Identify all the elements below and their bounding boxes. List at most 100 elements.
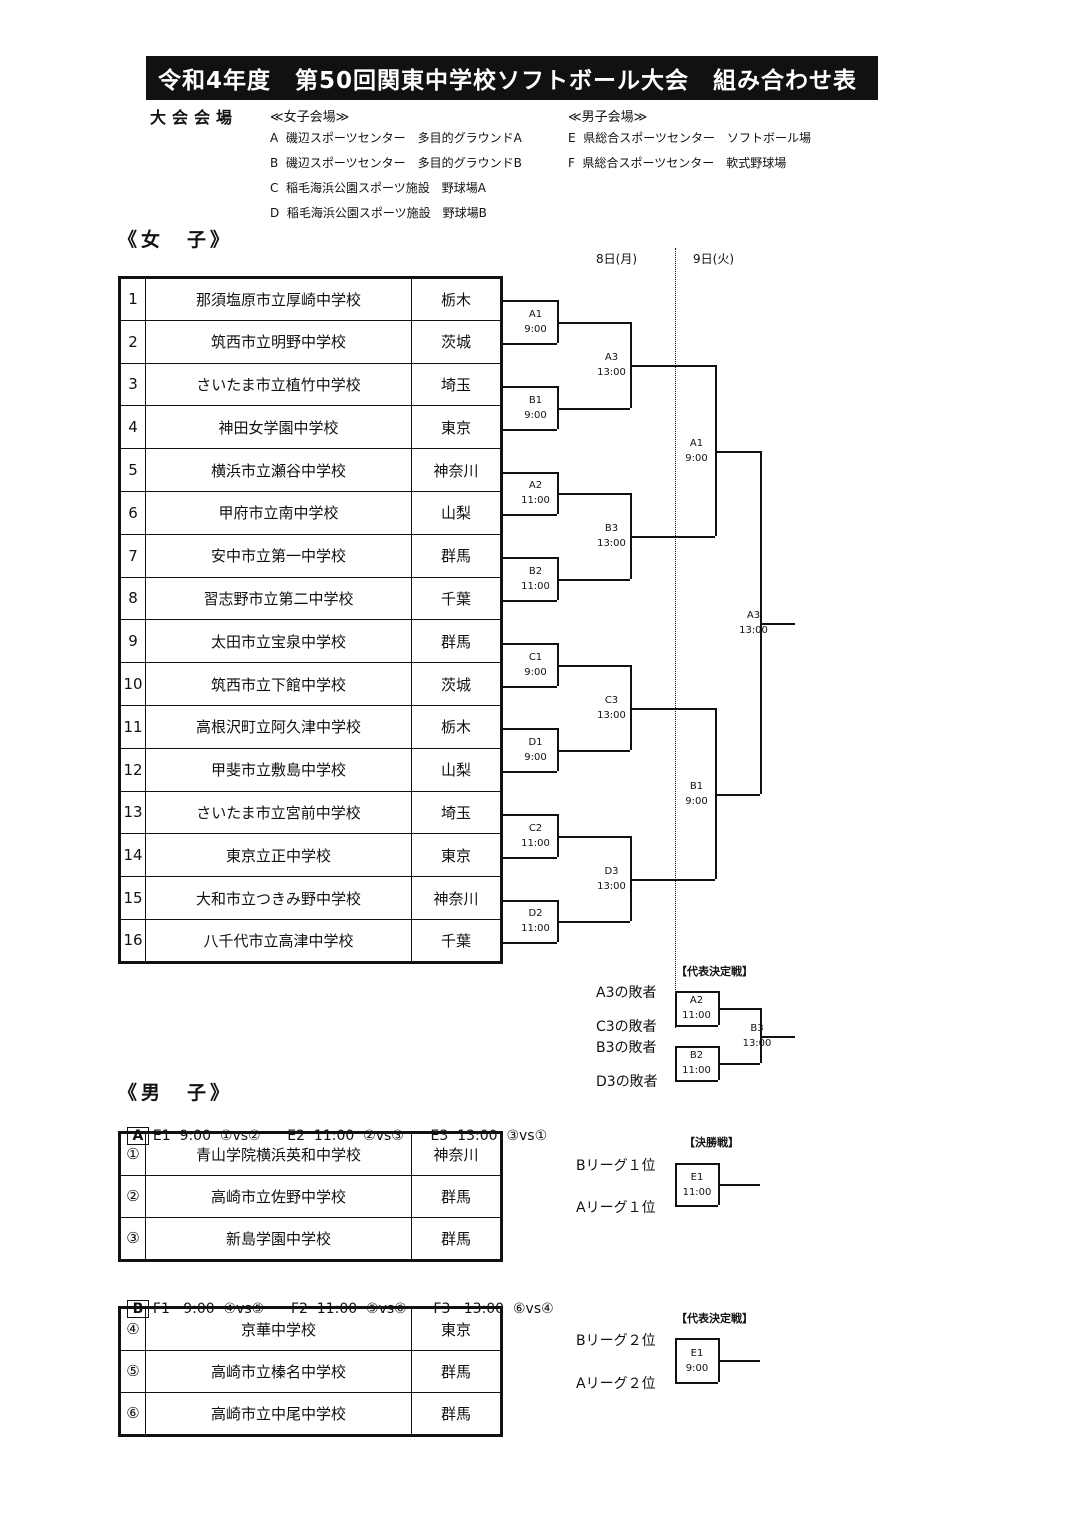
girls-venue-heading: ≪女子会場≫ [270, 110, 350, 125]
match-round1: A1 9:00 [524, 309, 547, 335]
team-prefecture: 神奈川 [411, 1132, 502, 1176]
match-round1: B1 9:00 [524, 395, 547, 421]
match-round1: B2 11:00 [521, 566, 550, 592]
venue-label: 大会会場 [150, 108, 239, 127]
bracket-line [502, 514, 557, 516]
boys-final-bottom: Aリーグ１位 [576, 1200, 656, 1216]
bracket-line [557, 728, 559, 771]
bracket-line [630, 536, 715, 538]
match-final: A3 13:00 [739, 610, 768, 636]
match-round1: C1 9:00 [524, 652, 547, 678]
bracket-line [630, 365, 715, 367]
venue-e: E 県総合スポーツセンター ソフトボール場 [568, 131, 811, 145]
bracket-line [675, 1080, 718, 1082]
team-name: 甲府市立南中学校 [145, 490, 412, 535]
venue-d: D 稲毛海浜公園スポーツ施設 野球場B [270, 206, 487, 220]
bracket-line [557, 408, 630, 410]
team-number: 16 [119, 918, 146, 963]
bracket-line [675, 1163, 718, 1165]
match-round1: D1 9:00 [524, 737, 547, 763]
boys-rep-heading: 【代表決定戦】 [676, 1312, 753, 1325]
bracket-line [718, 1360, 760, 1362]
team-prefecture: 神奈川 [411, 448, 502, 492]
team-number: ③ [119, 1217, 146, 1261]
match-round1: D2 11:00 [521, 908, 550, 934]
bracket-line [675, 991, 677, 1025]
team-name: 青山学院横浜英和中学校 [145, 1132, 412, 1176]
bracket-line [675, 1205, 718, 1207]
day-divider [675, 248, 676, 1028]
boys-final-heading: 【決勝戦】 [684, 1136, 739, 1149]
team-prefecture: 埼玉 [411, 790, 502, 835]
page-title: 令和4年度 第50回関東中学校ソフトボール大会 組み合わせ表 [146, 56, 878, 100]
team-name: 東京立正中学校 [145, 833, 412, 878]
bracket-line [760, 623, 795, 625]
team-name: 高根沢町立阿久津中学校 [145, 704, 412, 749]
team-number: 12 [119, 747, 146, 792]
match-round1: A2 11:00 [521, 480, 550, 506]
team-name: 筑西市立下館中学校 [145, 662, 412, 706]
day1-label: 8日(月) [596, 252, 637, 266]
bracket-line [715, 708, 717, 879]
team-name: さいたま市立植竹中学校 [145, 362, 412, 407]
rep-match-1: A2 11:00 [682, 995, 711, 1021]
bracket-line [502, 900, 557, 902]
bracket-line [502, 386, 557, 388]
match-round3: B1 9:00 [685, 781, 708, 807]
team-prefecture: 茨城 [411, 662, 502, 706]
team-prefecture: 群馬 [411, 1174, 502, 1218]
team-name: 高崎市立榛名中学校 [145, 1349, 412, 1393]
match-round2: B3 13:00 [597, 523, 626, 549]
bracket-line [502, 942, 557, 944]
bracket-line [675, 1338, 677, 1382]
bracket-line [760, 451, 762, 794]
rep-side-d3: D3の敗者 [596, 1074, 658, 1090]
bracket-line [502, 728, 557, 730]
team-number: 2 [119, 319, 146, 364]
team-number: ⑥ [119, 1392, 146, 1436]
bracket-line [675, 1046, 677, 1080]
bracket-line [715, 451, 760, 453]
team-prefecture: 埼玉 [411, 362, 502, 407]
bracket-line [502, 686, 557, 688]
team-number: 6 [119, 490, 146, 535]
team-number: 13 [119, 790, 146, 835]
bracket-line [557, 921, 630, 923]
team-prefecture: 東京 [411, 405, 502, 450]
team-number: 5 [119, 448, 146, 492]
team-number: 11 [119, 704, 146, 749]
team-name: 新島学園中学校 [145, 1217, 412, 1261]
team-name: 太田市立宝泉中学校 [145, 619, 412, 664]
team-prefecture: 千葉 [411, 576, 502, 621]
team-name: 那須塩原市立厚崎中学校 [145, 277, 412, 321]
team-prefecture: 群馬 [411, 1392, 502, 1436]
bracket-line [675, 1046, 718, 1048]
team-number: 1 [119, 277, 146, 321]
match-round3: A1 9:00 [685, 438, 708, 464]
bracket-line [675, 991, 718, 993]
venue-b: B 磯辺スポーツセンター 多目的グラウンドB [270, 156, 522, 170]
team-name: 神田女学園中学校 [145, 405, 412, 450]
team-number: 3 [119, 362, 146, 407]
team-number: 4 [119, 405, 146, 450]
team-number: 8 [119, 576, 146, 621]
bracket-line [557, 557, 559, 600]
bracket-line [502, 429, 557, 431]
team-number: 14 [119, 833, 146, 878]
bracket-line [675, 1163, 677, 1205]
team-prefecture: 茨城 [411, 319, 502, 364]
